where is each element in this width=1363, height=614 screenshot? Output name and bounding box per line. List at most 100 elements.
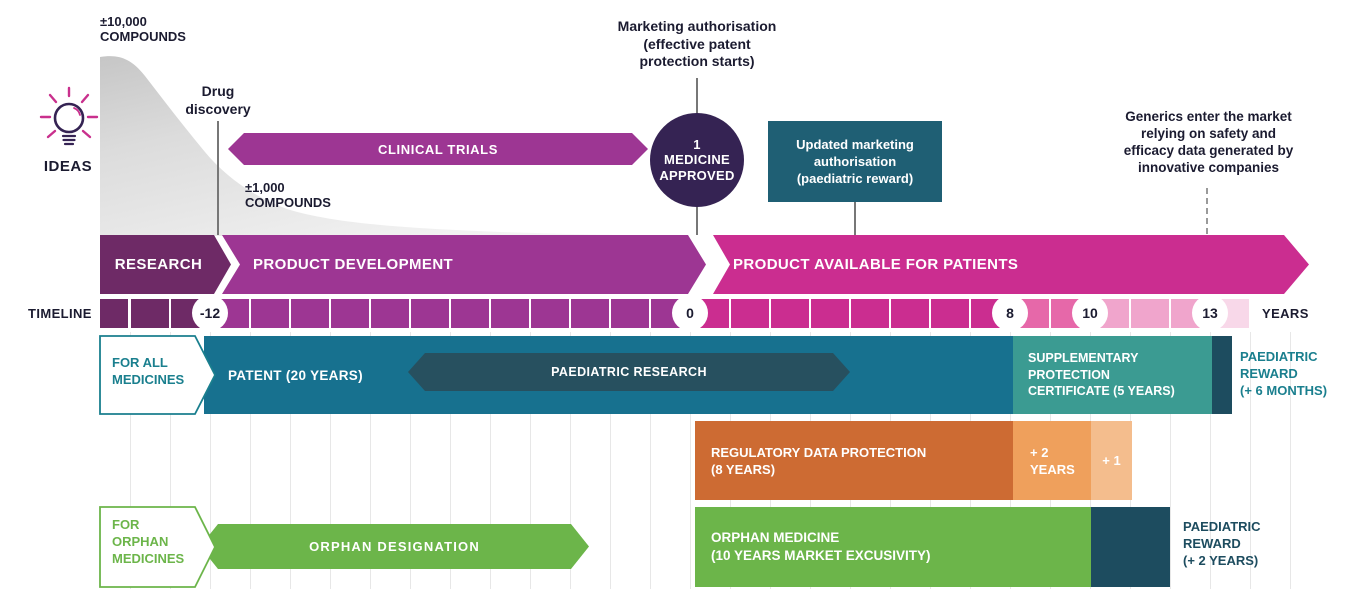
timeline-cell bbox=[451, 299, 489, 328]
reward6-line3: (+ 6 MONTHS) bbox=[1240, 383, 1328, 398]
generics-line3: efficacy data generated by bbox=[1123, 143, 1294, 158]
timeline-marker--12: -12 bbox=[192, 295, 228, 331]
reward6-line1: PAEDIATRIC bbox=[1240, 349, 1318, 364]
compound-funnel-shape bbox=[100, 56, 695, 236]
plus2-line1: + 2 bbox=[1030, 444, 1049, 460]
updated-auth-line3: (paediatric reward) bbox=[796, 171, 914, 186]
year-gridline bbox=[210, 332, 211, 589]
updated-authorisation-line bbox=[854, 202, 856, 235]
for-orphan-medicines-tag bbox=[99, 506, 217, 588]
year-gridline bbox=[290, 332, 291, 589]
year-gridline bbox=[410, 332, 411, 589]
marketing-auth-line1: Marketing authorisation bbox=[617, 18, 777, 34]
reward2-line3: (+ 2 YEARS) bbox=[1183, 553, 1259, 568]
year-gridline bbox=[450, 332, 451, 589]
year-gridline bbox=[490, 332, 491, 589]
year-gridline bbox=[170, 332, 171, 589]
for-all-line2: MEDICINES bbox=[112, 372, 185, 387]
timeline-cell bbox=[1131, 299, 1169, 328]
timeline-cell bbox=[531, 299, 569, 328]
orphan-designation-banner: ORPHAN DESIGNATION bbox=[200, 524, 589, 569]
medicine-circle-line3: APPROVED bbox=[659, 167, 735, 183]
clinical-trials-banner: CLINICAL TRIALS bbox=[228, 133, 648, 165]
timeline-cell bbox=[891, 299, 929, 328]
spc-line1: SUPPLEMENTARY bbox=[1028, 351, 1139, 366]
generics-line4: innovative companies bbox=[1137, 160, 1280, 175]
orphan-exclusivity-line2: (10 YEARS MARKET EXCUSIVITY) bbox=[711, 548, 931, 563]
year-gridline bbox=[610, 332, 611, 589]
timeline-cell bbox=[491, 299, 529, 328]
medicine-circle-line1: 1 bbox=[693, 136, 701, 152]
year-gridline bbox=[330, 332, 331, 589]
for-all-line1: FOR ALL bbox=[112, 355, 168, 370]
timeline-cell bbox=[371, 299, 409, 328]
year-gridline bbox=[130, 332, 131, 589]
rdp-line1: REGULATORY DATA PROTECTION bbox=[711, 444, 927, 460]
generics-line1: Generics enter the market bbox=[1125, 109, 1292, 124]
marketing-auth-line2: (effective patent bbox=[643, 35, 751, 52]
stage-band-development: PRODUCT DEVELOPMENT bbox=[222, 235, 706, 294]
plus1-label: + 1 bbox=[1102, 453, 1121, 468]
timeline-cell bbox=[571, 299, 609, 328]
timeline-cell bbox=[931, 299, 969, 328]
timeline-marker-10: 10 bbox=[1072, 295, 1108, 331]
paediatric-research-banner: PAEDIATRIC RESEARCH bbox=[408, 353, 850, 391]
generics-label: Generics enter the market relying on saf… bbox=[1090, 108, 1327, 176]
orphan-exclusivity-line1: ORPHAN MEDICINE bbox=[711, 530, 840, 545]
plus2-line2: YEARS bbox=[1030, 461, 1075, 477]
year-gridline bbox=[250, 332, 251, 589]
updated-authorisation-box: Updated marketing authorisation (paediat… bbox=[768, 121, 942, 202]
for-orphan-line3: MEDICINES bbox=[112, 551, 185, 566]
paediatric-reward-2y-label: PAEDIATRIC REWARD (+ 2 YEARS) bbox=[1183, 518, 1261, 569]
orphan-exclusivity-band: ORPHAN MEDICINE (10 YEARS MARKET EXCUSIV… bbox=[695, 507, 1091, 587]
marketing-auth-line3: protection starts) bbox=[639, 53, 755, 69]
paediatric-reward-6mo-label: PAEDIATRIC REWARD (+ 6 MONTHS) bbox=[1240, 348, 1327, 399]
spc-line2: PROTECTION bbox=[1028, 367, 1110, 382]
stage-band-available: PRODUCT AVAILABLE FOR PATIENTS bbox=[713, 235, 1309, 294]
stage-available-label: PRODUCT AVAILABLE FOR PATIENTS bbox=[733, 256, 1019, 273]
rdp-plus2-band: + 2 YEARS bbox=[1013, 421, 1091, 500]
medicine-circle-line2: MEDICINE bbox=[664, 152, 730, 168]
timeline-cell bbox=[811, 299, 849, 328]
timeline-cell bbox=[731, 299, 769, 328]
compounds-1k-line1: ±1,000 bbox=[245, 180, 285, 195]
timeline-cell bbox=[411, 299, 449, 328]
drug-discovery-line2: discovery bbox=[185, 101, 251, 117]
medicine-approved-circle: 1 MEDICINE APPROVED bbox=[650, 113, 744, 207]
updated-auth-line1: Updated marketing bbox=[796, 137, 914, 152]
year-gridline bbox=[650, 332, 651, 589]
compounds-10k-line1: ±10,000 bbox=[100, 14, 147, 29]
timeline-cell bbox=[851, 299, 889, 328]
clinical-trials-label: CLINICAL TRIALS bbox=[378, 141, 498, 157]
paediatric-reward-6mo-block bbox=[1212, 336, 1232, 414]
compounds-10k-label: ±10,000 COMPOUNDS bbox=[100, 14, 186, 44]
timeline-marker-0: 0 bbox=[672, 295, 708, 331]
for-orphan-line2: ORPHAN bbox=[112, 534, 169, 549]
compounds-1k-line2: COMPOUNDS bbox=[245, 195, 331, 210]
compounds-10k-line2: COMPOUNDS bbox=[100, 29, 186, 44]
generics-line2: relying on safety and bbox=[1140, 126, 1277, 141]
orphan-designation-label: ORPHAN DESIGNATION bbox=[309, 539, 480, 554]
timeline-cell bbox=[100, 299, 128, 328]
stage-development-label: PRODUCT DEVELOPMENT bbox=[253, 256, 454, 273]
drug-discovery-line bbox=[217, 121, 219, 235]
lightbulb-icon bbox=[39, 86, 99, 146]
timeline-marker-13: 13 bbox=[1192, 295, 1228, 331]
marketing-authorisation-label: Marketing authorisation (effective paten… bbox=[577, 18, 817, 71]
year-gridline bbox=[1170, 332, 1171, 589]
timeline-marker-8: 8 bbox=[992, 295, 1028, 331]
timeline-cell bbox=[131, 299, 169, 328]
timeline-cell bbox=[331, 299, 369, 328]
ideas-label: IDEAS bbox=[43, 158, 93, 175]
year-gridline bbox=[1290, 332, 1291, 589]
updated-auth-line2: authorisation bbox=[813, 154, 897, 169]
timeline-cell bbox=[291, 299, 329, 328]
reward6-line2: REWARD bbox=[1240, 366, 1298, 381]
year-gridline bbox=[370, 332, 371, 589]
rdp-plus1-band: + 1 bbox=[1091, 421, 1132, 500]
compounds-1k-label: ±1,000 COMPOUNDS bbox=[245, 180, 331, 210]
spc-line3: CERTIFICATE (5 YEARS) bbox=[1028, 384, 1175, 399]
year-gridline bbox=[530, 332, 531, 589]
drug-discovery-label: Drug discovery bbox=[150, 82, 286, 118]
